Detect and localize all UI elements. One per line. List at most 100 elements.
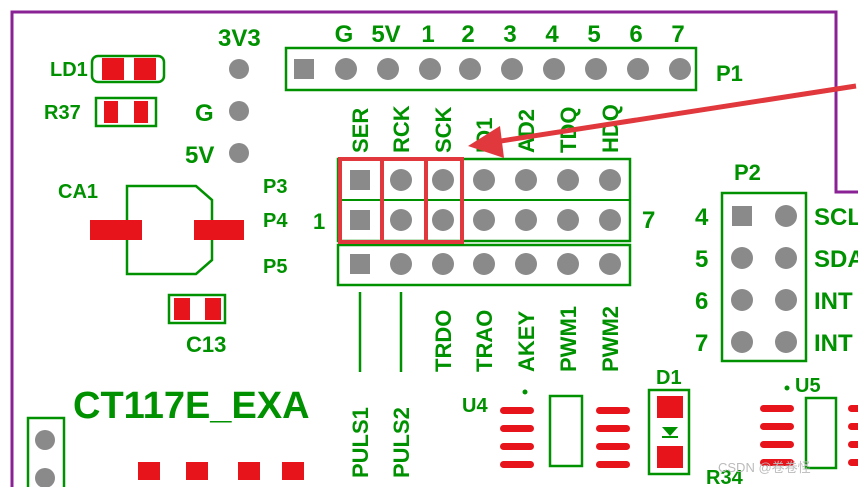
r37-pad-2 [134,101,148,123]
u4-pad [596,443,630,450]
board-name: CT117E_EXA [73,385,310,427]
p1-hole [627,58,649,80]
label-g-left: G [195,100,214,127]
p5-signal-label: TRAO [472,310,497,372]
header-square-pad [350,210,370,230]
p1-holes [294,58,691,80]
p2-hole [775,289,797,311]
u5-body [804,396,838,470]
header-square-pad [350,254,370,274]
u4-pad [500,443,534,450]
r-bottom-b-pad-1 [238,462,260,480]
label-r34: R34 [706,467,744,487]
p5-signal-label: AKEY [514,311,539,372]
header-hole [557,253,579,275]
c13-outline [167,293,227,325]
u5-pad [760,405,794,412]
header-hole [515,253,537,275]
label-p5: P5 [263,256,287,278]
p3-signal-label: RCK [389,105,414,153]
d1-outline [647,388,691,476]
p3-p4-p5-holes [350,169,621,275]
u4-pad [596,407,630,414]
ld1-outline [90,54,166,84]
header-hole [473,169,495,191]
r37-outline [94,96,158,128]
u5-pad [760,441,794,448]
highlight-arrow-head [468,126,504,158]
p1-header-label: 2 [461,21,474,48]
p2-pin-number: 7 [695,330,708,357]
highlight-sck [424,157,464,244]
p3-signal-label: HDQ [598,104,623,153]
test-point-g [229,101,249,121]
p1-header-label: 5 [587,21,600,48]
ca1-outline [125,184,214,276]
p3-signal-label: SCK [431,106,456,153]
p1-hole [585,58,607,80]
p1-hole [377,58,399,80]
p2-hole [731,289,753,311]
ld1-pad-2 [134,58,156,80]
p1-header-label: 7 [671,21,684,48]
u5-pad [848,459,858,466]
p1-header-label: G [335,21,354,48]
label-5v-left: 5V [185,142,214,169]
p1-header-label: 1 [421,21,434,48]
u4-pad [500,425,534,432]
p3-signal-label: AD2 [514,109,539,153]
header-square-pad [350,170,370,190]
header-hole [473,253,495,275]
p2-pin-number: 4 [695,204,709,231]
p2-signal-label: SDA [814,246,858,273]
j-bottom-left-hole-1 [35,430,55,450]
u4-pad [596,461,630,468]
label-c13: C13 [186,332,226,357]
d1-pad-2 [657,446,683,468]
p2-signal-label: SCL [814,204,858,231]
test-point-5v [229,143,249,163]
p5-signal-label: PWM1 [556,306,581,372]
p1-header-label: 3 [503,21,516,48]
p2-signal-label: INT [814,330,853,357]
p3-signal-labels: SERRCKSCKIO1AD2TDQHDQ [348,104,623,153]
header-hole [599,169,621,191]
header-hole [557,169,579,191]
c13-pad-2 [205,298,221,320]
label-p4-pin7: 7 [642,207,655,234]
p1-outline [284,46,698,92]
header-hole [390,253,412,275]
header-hole [515,209,537,231]
u4-pin1-dot [522,389,528,395]
p1-square-pad [294,59,314,79]
p1-hole [501,58,523,80]
header-hole [599,253,621,275]
label-p2: P2 [734,160,761,185]
ca1-pad-2 [194,220,244,240]
label-3v3: 3V3 [218,25,261,52]
p2-signal-label: INT [814,288,853,315]
label-u5: U5 [795,375,821,397]
p5-signal-label: TRDO [431,310,456,372]
u5-pin1-dot [784,385,790,391]
watermark: CSDN @卷卷怪 [718,460,811,475]
r37-pad-1 [104,101,118,123]
board-outline [10,10,858,487]
header-hole [515,169,537,191]
u5-pad [848,405,858,412]
label-u4: U4 [462,395,488,417]
p2-outline [720,191,808,363]
header-hole [473,209,495,231]
p2-hole [775,331,797,353]
u5-pads [760,405,858,466]
p2-square-pad [732,206,752,226]
u5-pad [848,441,858,448]
p5-outline [336,243,632,287]
p3-signal-label: SER [348,108,373,153]
highlight-arrow-shaft [487,83,857,146]
r-bottom-a-pad-2 [186,462,208,480]
